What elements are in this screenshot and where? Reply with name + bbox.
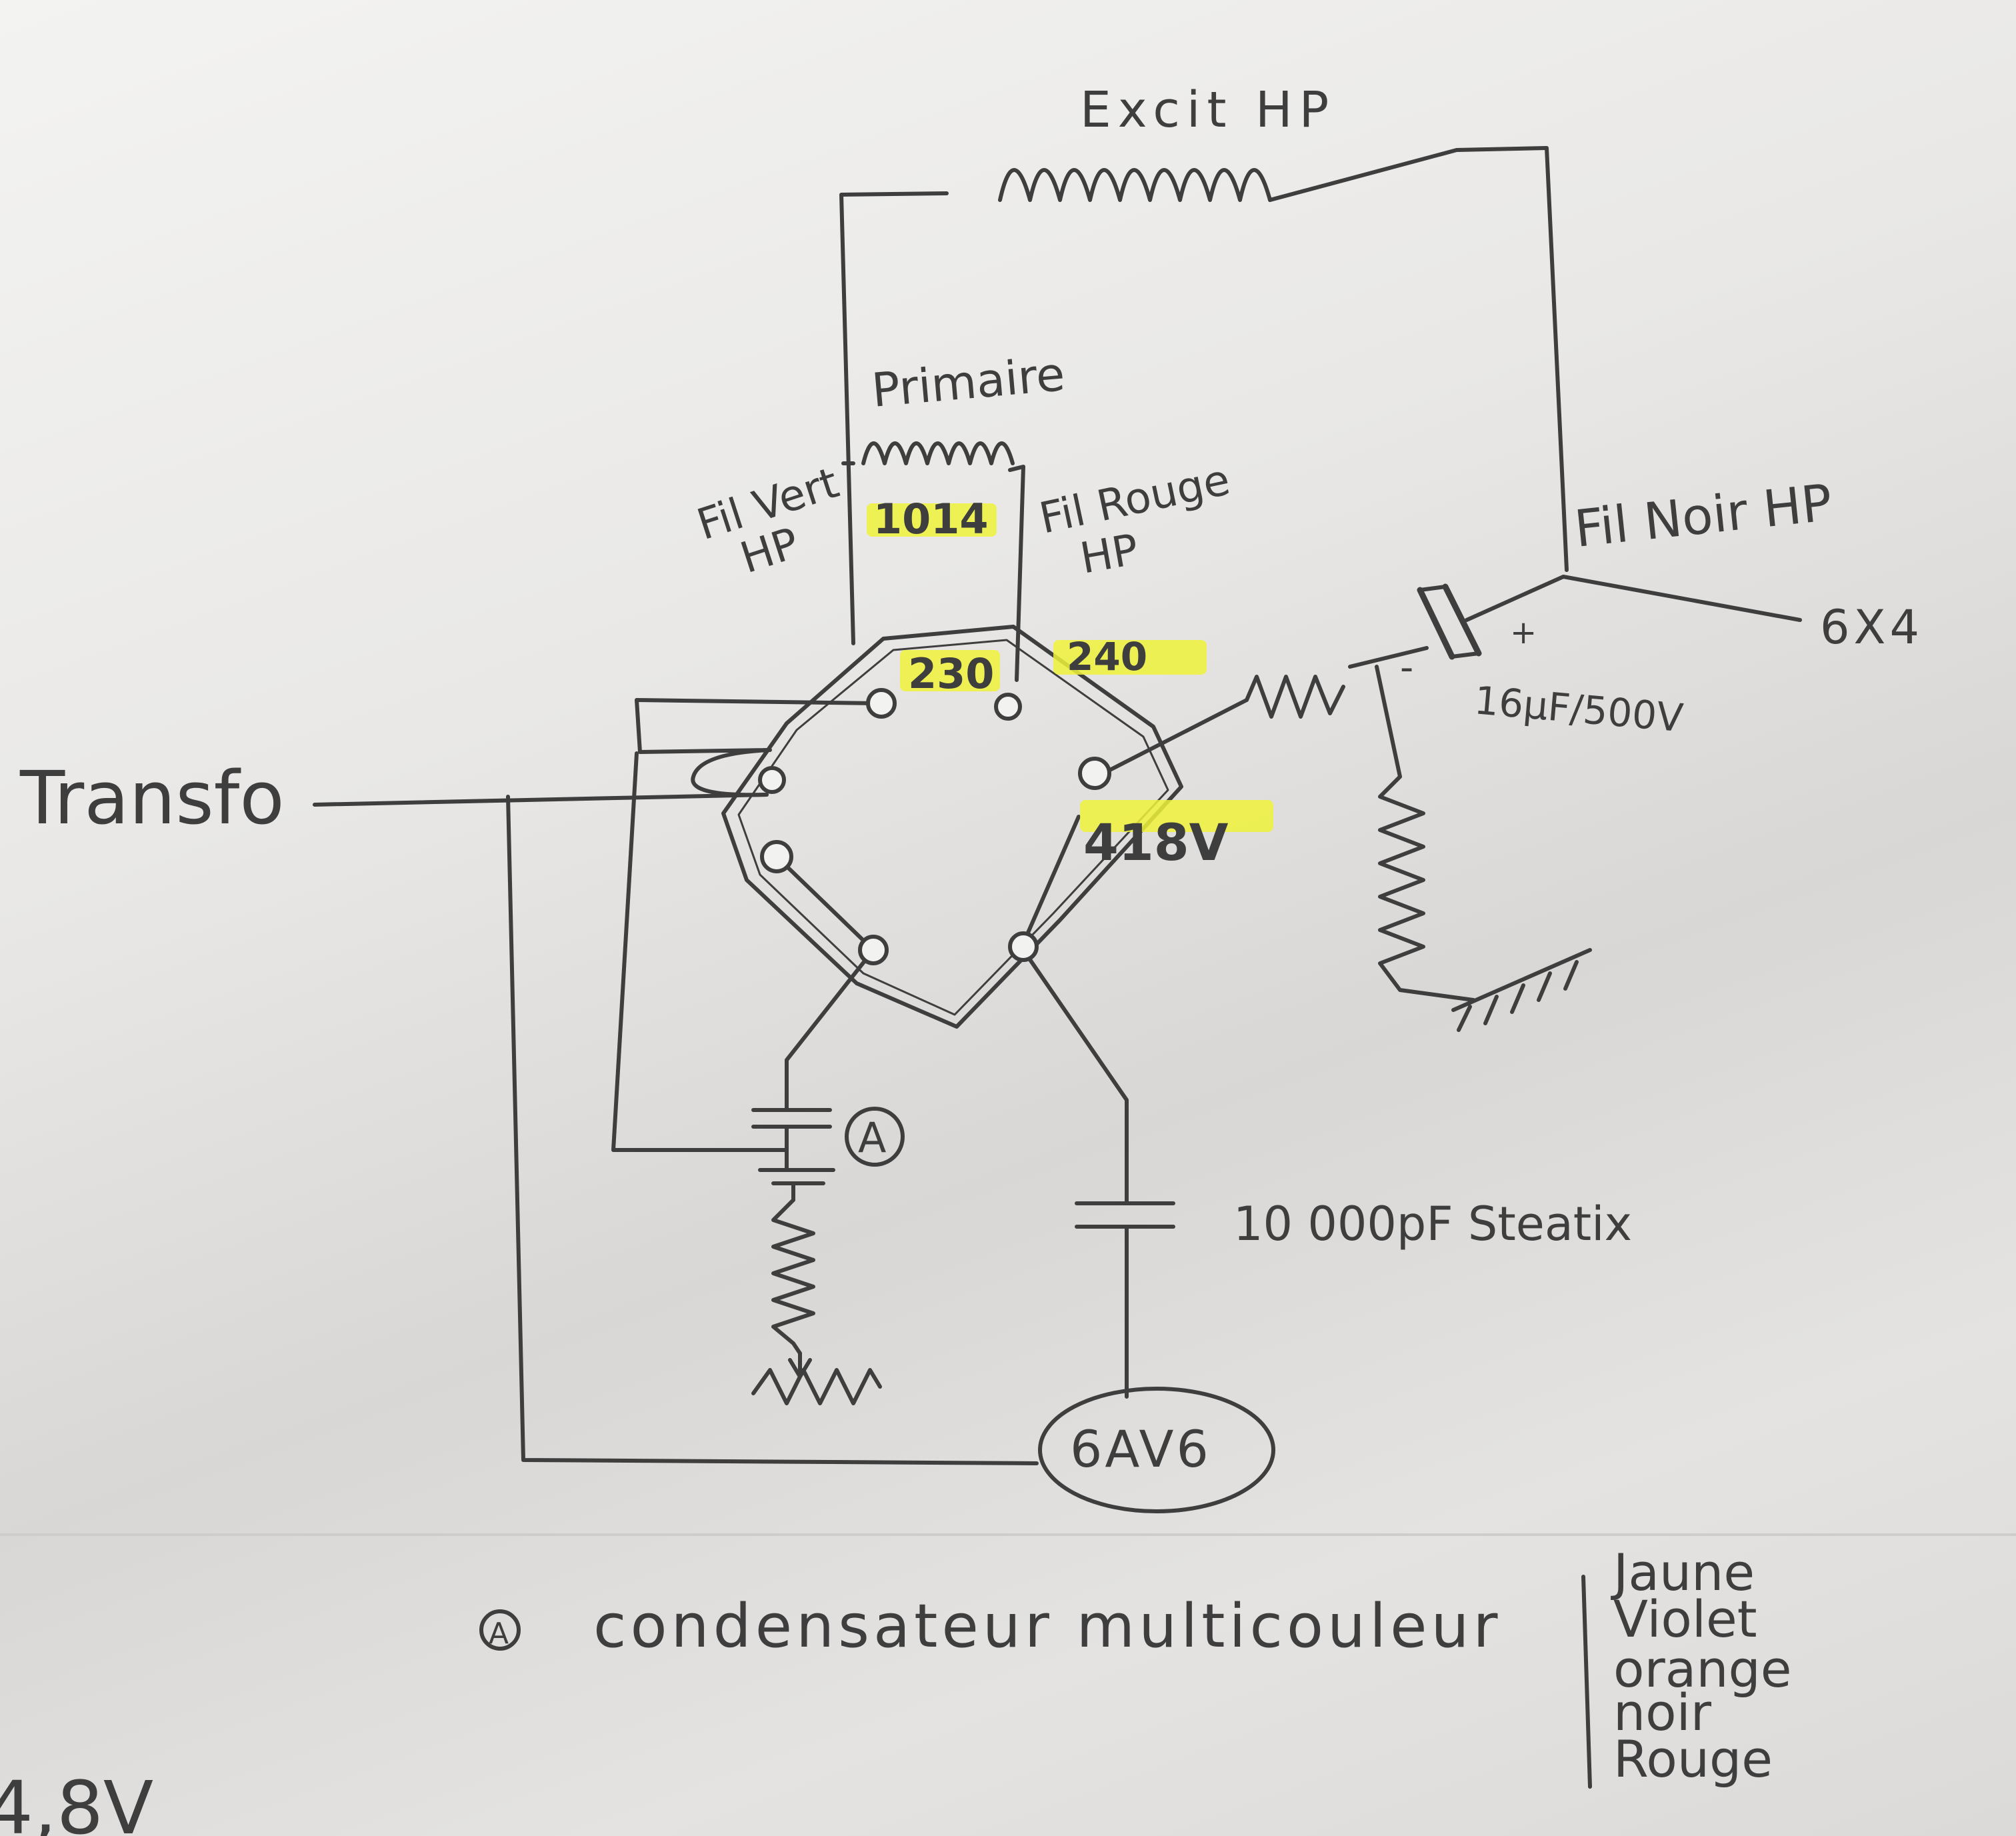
cap16-plate-left bbox=[1417, 587, 1455, 660]
tube-6av6-outline bbox=[1038, 1387, 1275, 1513]
wire-to-cap16 bbox=[1348, 646, 1429, 669]
label-corner-voltage: 4,8V bbox=[0, 1765, 153, 1836]
transfo-line bbox=[313, 793, 769, 807]
label-fil-rouge-hp: HP bbox=[1077, 525, 1142, 584]
legend-symbol: A bbox=[489, 1617, 509, 1651]
ground-symbol bbox=[1451, 948, 1592, 1032]
label-418v: 418V bbox=[1083, 813, 1229, 872]
label-plus: + bbox=[1510, 614, 1537, 651]
pin-link-left bbox=[775, 855, 875, 952]
potentiometer bbox=[751, 1351, 882, 1405]
excit-coil bbox=[998, 168, 1272, 202]
wire-pin-to-multicap bbox=[785, 948, 875, 1112]
highlight-230 bbox=[900, 650, 1000, 691]
label-fil-rouge: Fil Rouge bbox=[1035, 455, 1234, 544]
legend-color-jaune: Jaune bbox=[1611, 1543, 1755, 1602]
primaire-coil bbox=[861, 441, 1015, 465]
paper-fold bbox=[0, 1533, 2016, 1536]
label-excit-hp: Excit HP bbox=[1080, 81, 1335, 139]
legend-divider bbox=[1581, 1575, 1592, 1789]
bleeder-wire bbox=[1375, 665, 1402, 779]
label-minus: - bbox=[1400, 646, 1413, 689]
legend-color-noir: noir bbox=[1613, 1683, 1712, 1742]
label-240: 240 bbox=[1067, 634, 1147, 679]
highlight-1014 bbox=[867, 503, 997, 537]
pin-link-right bbox=[1021, 815, 1081, 945]
pin-1 bbox=[866, 688, 897, 719]
label-primaire: Primaire bbox=[869, 347, 1067, 418]
highlight-418 bbox=[1080, 800, 1273, 832]
bleeder-resistor bbox=[1378, 775, 1475, 1002]
label-circle-a: A bbox=[858, 1113, 886, 1162]
excit-right-wire bbox=[1268, 146, 1569, 572]
cap16-plate-right bbox=[1442, 583, 1482, 657]
pin-5 bbox=[1008, 931, 1039, 962]
label-transfo: Transfo bbox=[19, 755, 285, 841]
excit-left-wire bbox=[839, 191, 949, 645]
label-steatix: 10 000pF Steatix bbox=[1233, 1197, 1632, 1251]
tube-socket-outline-inner bbox=[737, 639, 1169, 1016]
cap16-bracket bbox=[1418, 585, 1481, 659]
circle-a-outline bbox=[845, 1107, 905, 1167]
pin-2 bbox=[994, 693, 1022, 721]
tube-socket-outline bbox=[721, 625, 1183, 1029]
label-fil-noir-hp: Fil Noir HP bbox=[1572, 473, 1835, 559]
legend-color-orange: orange bbox=[1613, 1639, 1791, 1699]
label-1014: 1014 bbox=[873, 495, 989, 543]
steatix-cap bbox=[1075, 1201, 1175, 1399]
label-6av6: 6AV6 bbox=[1070, 1419, 1211, 1479]
label-16uf: 16µF/500V bbox=[1473, 677, 1685, 741]
left-ground-line bbox=[506, 795, 1039, 1465]
left-inner-line bbox=[611, 751, 789, 1152]
pin-6 bbox=[858, 935, 889, 965]
legend-text: condensateur multicouleur bbox=[593, 1591, 1502, 1661]
transfo-hook bbox=[635, 698, 879, 797]
legend-circle-outline bbox=[479, 1609, 521, 1651]
cap16-to-filnoir bbox=[1465, 575, 1802, 622]
highlight-240 bbox=[1053, 640, 1207, 675]
wire-pin-to-steatix bbox=[1021, 948, 1129, 1205]
label-230: 230 bbox=[908, 649, 994, 698]
grid-resistor bbox=[771, 1198, 815, 1355]
legend-color-rouge: Rouge bbox=[1613, 1729, 1773, 1789]
primaire-right-lead bbox=[1008, 465, 1025, 682]
label-6x4: 6X4 bbox=[1820, 600, 1923, 655]
multicap-plates bbox=[751, 1108, 835, 1202]
pin-7 bbox=[760, 840, 793, 873]
legend-color-violet: Violet bbox=[1613, 1589, 1757, 1649]
pin-3 bbox=[1078, 757, 1111, 790]
series-resistor bbox=[1245, 675, 1345, 719]
pin-8 bbox=[758, 766, 786, 794]
wire-to-resistor bbox=[1101, 698, 1249, 775]
